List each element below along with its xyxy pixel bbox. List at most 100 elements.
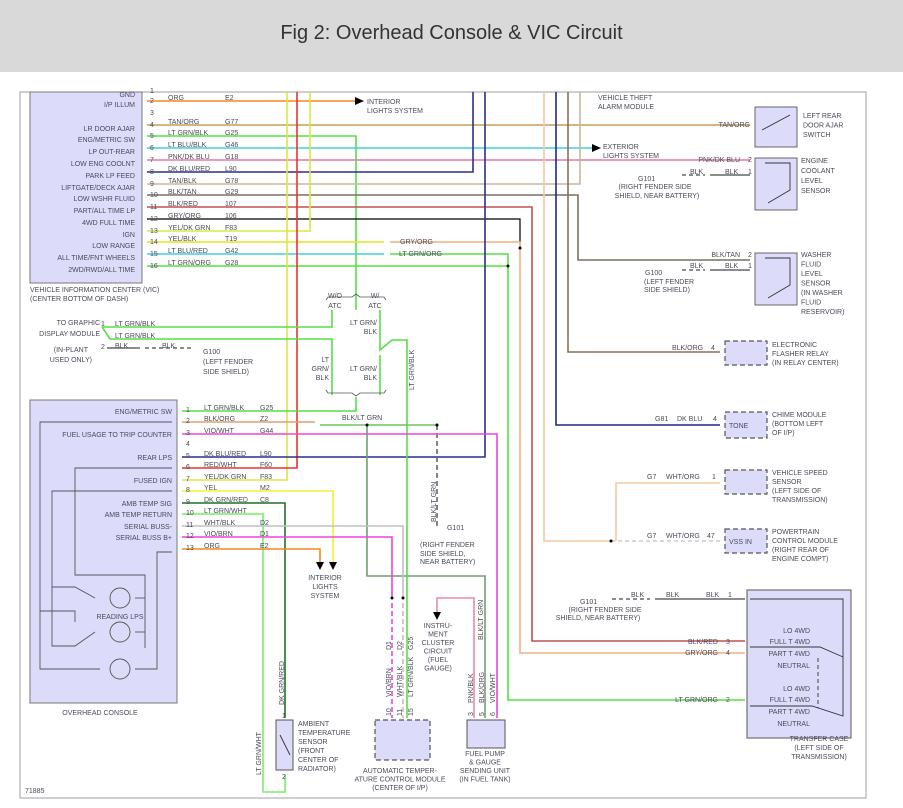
label-components-left-rear-door-ajar-name-0: LEFT REAR bbox=[803, 113, 841, 120]
label-components-washer-fluid-pin2: 1 bbox=[748, 263, 752, 270]
wire-lt-grn-org bbox=[390, 253, 745, 701]
oc-pin-function: AMB TEMP RETURN bbox=[105, 512, 172, 519]
washer-switch-icon bbox=[765, 257, 791, 299]
thermistor-icon bbox=[279, 734, 291, 756]
vic-pin-number: 3 bbox=[150, 110, 154, 117]
label-labels-blk-lt-grn-vert: BLK/LT GRN bbox=[431, 482, 438, 522]
vic-pin-number: 9 bbox=[150, 181, 154, 188]
label-components-engine-coolant-ground-2: SHIELD, NEAR BATTERY) bbox=[615, 193, 700, 200]
label-components-chime-module-name-0: CHIME MODULE bbox=[772, 412, 827, 419]
label-components-vehicle-speed-sensor-name-1: SENSOR bbox=[772, 479, 802, 486]
label-labels-atc-wire-1-1: BLK bbox=[364, 329, 378, 336]
label-labels-instrument-cluster-5: GAUGE) bbox=[424, 666, 452, 673]
vic-pin-number: 8 bbox=[150, 169, 154, 176]
label-components-transfer-case-blk-0: BLK bbox=[631, 592, 645, 599]
vic-pin-function: LP OUT-REAR bbox=[88, 149, 135, 156]
label-labels-interior-lights-bottom-1: LIGHTS bbox=[312, 584, 338, 591]
vic-circuit-id: G46 bbox=[225, 142, 238, 149]
label-labels-g101-mid-3: NEAR BATTERY) bbox=[420, 559, 475, 566]
oc-pin-number: 10 bbox=[186, 510, 194, 517]
vic-wire-color: TAN/BLK bbox=[168, 178, 197, 185]
oc-wire-color: LT GRN/WHT bbox=[204, 508, 248, 515]
wire-w-atc bbox=[379, 310, 408, 425]
vic-pin-function: 4WD FULL TIME bbox=[82, 220, 135, 227]
oc-wire-color: VIO/BRN bbox=[204, 531, 233, 538]
vic-pin-number: 11 bbox=[150, 204, 157, 211]
oc-wire-color: ORG bbox=[204, 543, 220, 550]
label-labels-g101-mid-1: (RIGHT FENDER bbox=[420, 542, 475, 549]
label-components-atc-module-pins-1-wire: WHT/BLK bbox=[397, 666, 404, 697]
label-overhead-console-name: OVERHEAD CONSOLE bbox=[62, 710, 138, 717]
label-overhead-console-reading-lamps: READING LPS bbox=[96, 614, 143, 621]
oc-pin-function: REAR LPS bbox=[137, 455, 172, 462]
vic-pin-function: LOW RANGE bbox=[92, 243, 135, 250]
vic-pin-function: IGN bbox=[123, 232, 135, 239]
label-labels-instrument-cluster-4: (FUEL bbox=[428, 657, 448, 664]
label-components-washer-fluid-wire2: BLK bbox=[690, 263, 704, 270]
vic-pin-number: 7 bbox=[150, 157, 154, 164]
vic-pin-number: 14 bbox=[150, 239, 158, 246]
oc-pin-number: 9 bbox=[186, 499, 190, 506]
label-components-transfer-case-positions-upper-1: FULL T 4WD bbox=[770, 639, 810, 646]
oc-wire-color: BLK/ORG bbox=[204, 416, 235, 423]
label-labels-splice-gry-org: GRY/ORG bbox=[400, 239, 433, 246]
label-labels-gdm-pin1: 1 bbox=[101, 321, 105, 328]
label-labels-w-atc-0: W/ bbox=[371, 293, 380, 300]
label-components-left-rear-door-ajar-name-2: SWITCH bbox=[803, 132, 831, 139]
arrow-cluster-icon bbox=[433, 612, 441, 620]
vic-wire-color: LT BLU/BLK bbox=[168, 142, 207, 149]
oc-wire-color: DK BLU/RED bbox=[204, 451, 246, 458]
label-components-transfer-case-name-0: TRANSFER CASE bbox=[790, 736, 849, 743]
vic-circuit-id: G29 bbox=[225, 189, 238, 196]
label-components-washer-fluid-ground-1: (LEFT FENDER bbox=[644, 279, 694, 286]
oc-wire-color: LT GRN/BLK bbox=[204, 405, 245, 412]
oc-circuit-id: F60 bbox=[260, 462, 272, 469]
label-components-engine-coolant-ground-1: (RIGHT FENDER SIDE bbox=[619, 184, 692, 191]
label-components-fuel-pump-pins-2-wire: VIO/WHT bbox=[490, 672, 497, 703]
oc-circuit-id: E2 bbox=[260, 543, 269, 550]
oc-wire-color: YEL bbox=[204, 485, 217, 492]
label-components-washer-fluid-name-5: FLUID bbox=[801, 300, 821, 307]
label-components-atc-module-pins-0-wire: VIO/BRN bbox=[386, 668, 393, 697]
label-components-engine-coolant-wire2: BLK bbox=[690, 169, 704, 176]
label-components-transfer-case-pins-0-pin: 1 bbox=[728, 592, 732, 599]
vic-pin-number: 10 bbox=[150, 192, 158, 199]
vic-wire-color: DK BLU/RED bbox=[168, 166, 210, 173]
label-labels-gdm-pin2: 2 bbox=[101, 344, 105, 351]
title-bar: Fig 2: Overhead Console & VIC Circuit bbox=[0, 0, 903, 72]
label-components-ambient-temp-sensor-name-5: RADIATOR) bbox=[298, 766, 336, 773]
label-components-transfer-case-positions-upper-2: PART T 4WD bbox=[769, 651, 810, 658]
vic-pin-function: LOW ENG COOLNT bbox=[71, 161, 136, 168]
label-components-vehicle-speed-sensor-name-3: TRANSMISSION) bbox=[772, 497, 828, 504]
vic-pin-number: 13 bbox=[150, 228, 158, 235]
vic-pin-number: 2 bbox=[150, 98, 154, 105]
label-components-ambient-temp-sensor-name-0: AMBIENT bbox=[298, 721, 330, 728]
wire-oc-3 bbox=[182, 433, 498, 718]
label-components-fuel-pump-wire-above: BLK/LT GRN bbox=[478, 600, 485, 640]
label-components-transfer-case-positions-lower-1: FULL T 4WD bbox=[770, 697, 810, 704]
oc-pin-number: 11 bbox=[186, 522, 193, 529]
oc-pin-function: SERIAL BUSS B+ bbox=[116, 535, 172, 542]
vic-pin-number: 5 bbox=[150, 133, 154, 140]
label-components-engine-coolant-wire2b: BLK bbox=[725, 169, 739, 176]
vic-circuit-id: G78 bbox=[225, 178, 238, 185]
vic-pin-function: 2WD/RWD/ALL TIME bbox=[68, 267, 135, 274]
wire-vic-10 bbox=[147, 194, 750, 261]
label-components-fuel-pump-pins-1-wire: BLK/ORG bbox=[479, 672, 486, 703]
label-labels-graphic-display-2: (IN-PLANT bbox=[54, 347, 89, 354]
wire-fuel-pump-3 bbox=[436, 597, 475, 718]
label-components-vehicle-speed-sensor-wire: WHT/ORG bbox=[666, 474, 700, 481]
vic-pin-function: PARK LP FEED bbox=[85, 173, 135, 180]
label-labels-instrument-cluster-1: MENT bbox=[428, 632, 449, 639]
wire-oc-10 bbox=[182, 513, 286, 793]
label-labels-instrument-cluster-2: CLUSTER bbox=[422, 640, 455, 647]
oc-circuit-id: D2 bbox=[260, 520, 269, 527]
label-labels-theft-alarm-0: VEHICLE THEFT bbox=[598, 95, 653, 102]
atc-bracket-bottom bbox=[325, 389, 387, 397]
washer-sensor bbox=[754, 252, 798, 306]
label-components-atc-module-pins-0-circuit: D1 bbox=[386, 641, 393, 650]
label-labels-atc-wire-3-1: BLK bbox=[364, 375, 378, 382]
label-labels-g101-mid-0: G101 bbox=[447, 525, 464, 532]
label-components-flasher-relay-name-1: FLASHER RELAY bbox=[772, 351, 829, 358]
vic-wire-color: LT GRN/ORG bbox=[168, 260, 211, 267]
